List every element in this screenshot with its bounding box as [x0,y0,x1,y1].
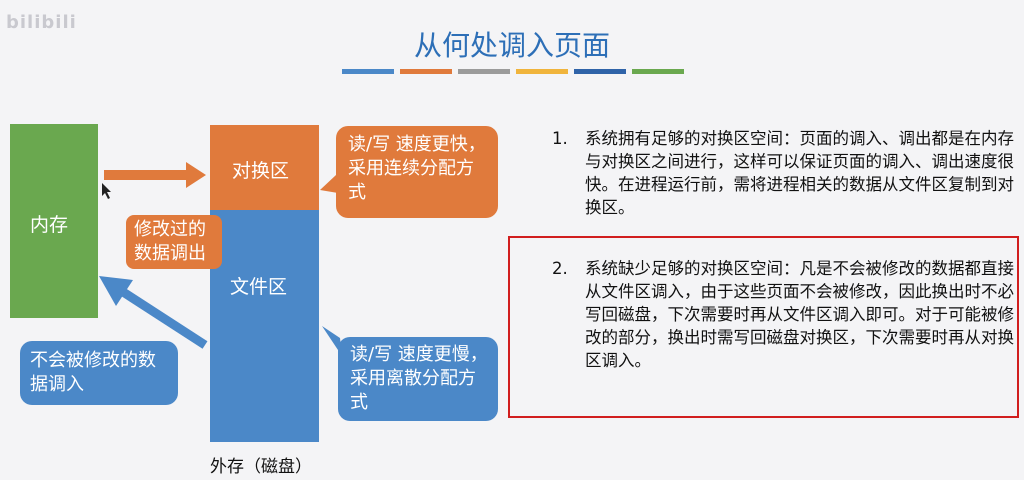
swap-out-arrow [104,162,206,188]
title-divider-bar-3 [458,69,510,74]
external-storage-label: 外存（磁盘） [210,457,312,477]
point-1-text: 系统拥有足够的对换区空间：页面的调入、调出都是在内存与对换区之间进行，这样可以保… [585,129,1014,217]
swap-in-arrow [99,276,208,349]
callout-modified-data: 修改过的数据调出 [126,215,222,269]
callout-file-text: 读/写 速度更慢，采用离散分配方式 [350,344,488,413]
point-2-text: 系统缺少足够的对换区空间：凡是不会被修改的数据都直接从文件区调入，由于这些页面不… [585,259,1014,370]
file-area-block: 文件区 [210,210,319,442]
callout-swap-text: 读/写 速度更快，采用连续分配方式 [348,134,486,203]
mouse-cursor [102,183,111,199]
point-1: 1. 系统拥有足够的对换区空间：页面的调入、调出都是在内存与对换区之间进行，这样… [552,127,1014,219]
title-divider-bar-6 [632,69,684,74]
memory-block: 内存 [10,124,98,318]
callout-swap-speed: 读/写 速度更快，采用连续分配方式 [336,126,498,218]
highlight-box [508,236,1019,418]
title-divider-bar-2 [400,69,452,74]
callout-modified-text: 修改过的数据调出 [134,219,206,264]
title-divider-bar-1 [342,69,394,74]
point-2-number: 2. [552,259,568,278]
slide-title: 从何处调入页面 [413,29,610,62]
file-area-label: 文件区 [230,276,288,298]
swap-area-block: 对换区 [210,125,319,210]
title-divider-bar-5 [574,69,626,74]
callout-unmodified-text: 不会被修改的数据调入 [30,350,156,395]
callout-file-speed: 读/写 速度更慢，采用离散分配方式 [338,337,498,421]
title-divider-bar-4 [516,69,568,74]
point-1-number: 1. [552,129,568,148]
memory-label: 内存 [30,214,69,236]
watermark-logo: bilibili [6,12,77,33]
swap-area-label: 对换区 [232,160,290,182]
callout-unmodified-data: 不会被修改的数据调入 [20,341,178,405]
point-2: 2. 系统缺少足够的对换区空间：凡是不会被修改的数据都直接从文件区调入，由于这些… [552,257,1014,372]
